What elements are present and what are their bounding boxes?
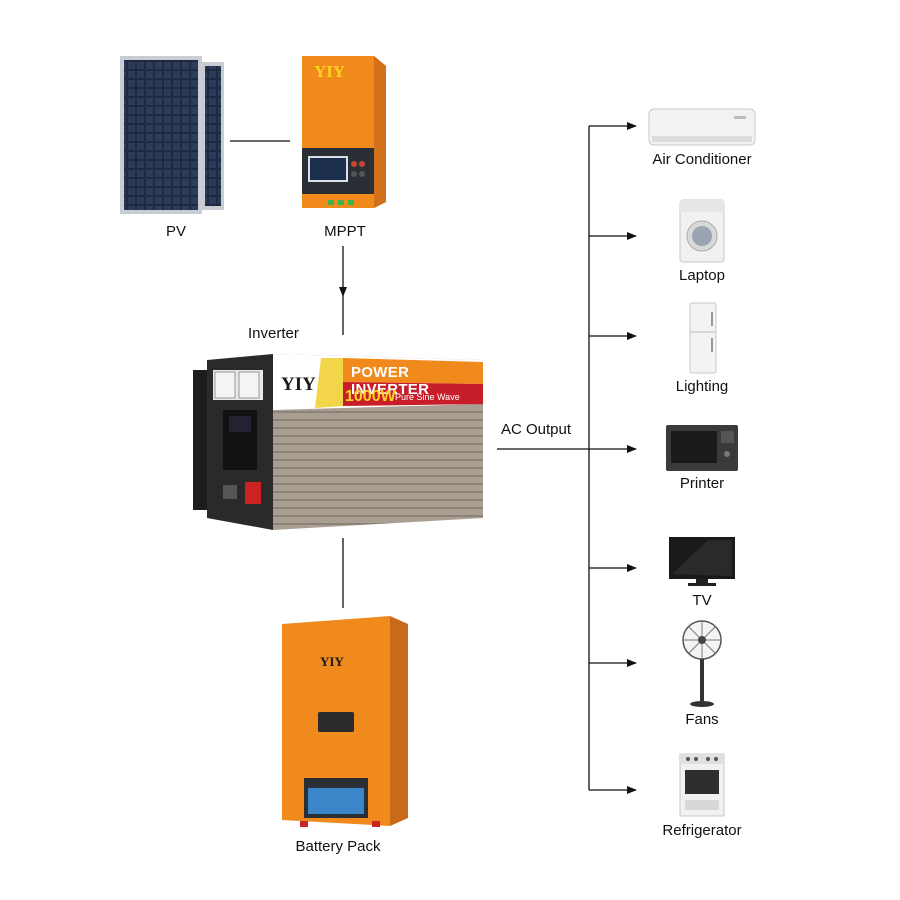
inverter-image: YIY POWER INVERTER 1000W Pure Sine Wave: [193, 350, 485, 535]
load-label-fans: Fans: [685, 711, 719, 728]
inverter-wave: Pure Sine Wave: [395, 392, 460, 402]
inverter-rating: 1000W: [345, 388, 396, 405]
mppt-label: MPPT: [324, 223, 366, 240]
microwave-icon: [666, 425, 738, 471]
inverter-brand: YIY: [281, 374, 316, 395]
battery-pack-image: YIY: [278, 614, 410, 830]
load-label-refrigerator: Refrigerator: [662, 822, 742, 839]
stove-icon: [679, 753, 725, 817]
load-label-tv: TV: [692, 592, 712, 609]
load-label-printer: Printer: [679, 475, 725, 492]
mppt-controller-image: YIY: [296, 52, 392, 212]
load-label-lighting: Lighting: [675, 378, 729, 395]
load-label-laptop: Laptop: [679, 267, 725, 284]
inverter-label: Inverter: [248, 325, 299, 342]
mppt-brand: YIY: [314, 62, 346, 81]
washing-machine-icon: [679, 199, 725, 263]
battery-brand: YIY: [320, 654, 344, 669]
load-label-air-conditioner: Air Conditioner: [652, 151, 752, 168]
inverter-title: POWER INVERTER: [351, 364, 430, 398]
tv-icon: [669, 537, 735, 586]
pv-label: PV: [165, 223, 187, 240]
battery-pack-label: Battery Pack: [295, 838, 381, 855]
air-conditioner-icon: [648, 108, 756, 146]
solar-panel-image: [120, 56, 224, 214]
fan-icon: [682, 620, 722, 707]
refrigerator-icon: [689, 302, 717, 374]
ac-output-label: AC Output: [501, 421, 572, 438]
